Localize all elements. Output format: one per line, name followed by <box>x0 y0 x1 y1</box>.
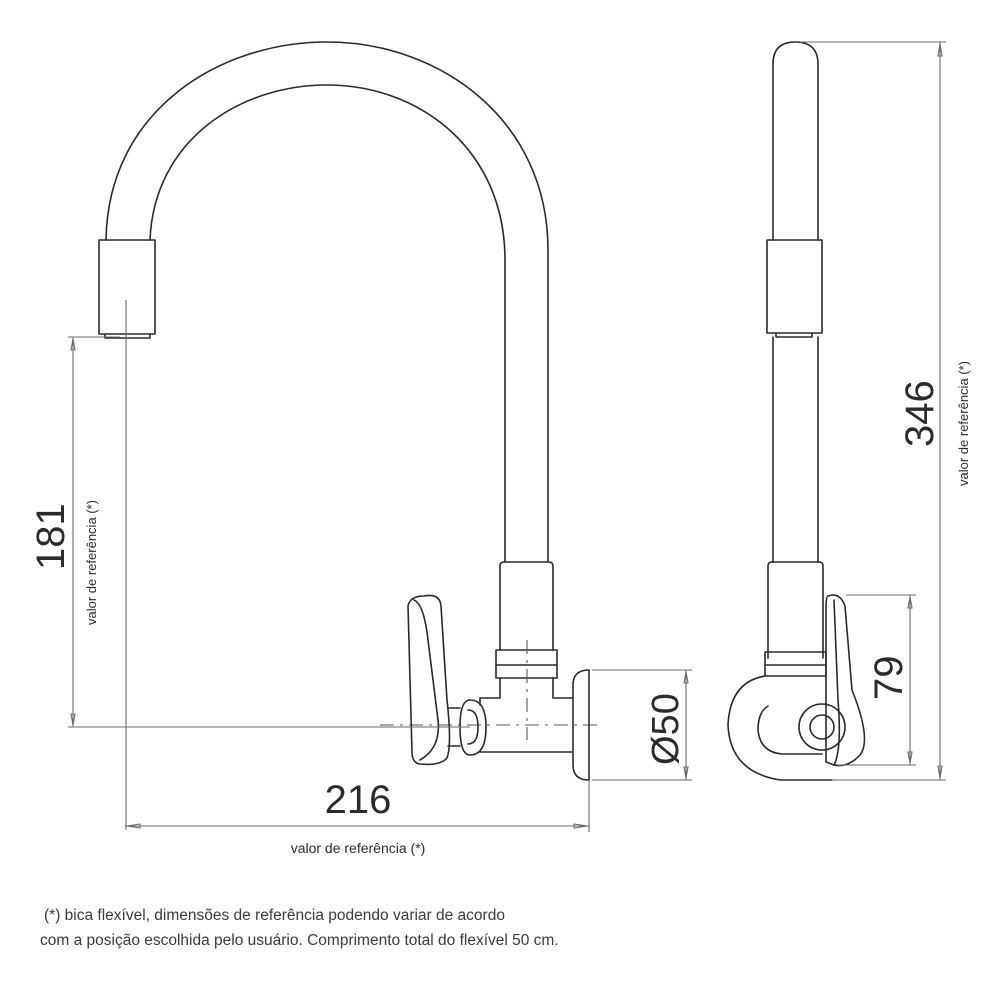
side-tube-lower <box>772 336 819 563</box>
body-neck <box>479 677 574 699</box>
dimension-diameter-50: Ø50 <box>592 669 692 781</box>
nozzle-tip <box>104 333 151 339</box>
dim-181-value: 181 <box>29 503 73 570</box>
body-upper <box>499 561 554 651</box>
side-nozzle <box>766 239 823 334</box>
valve-bonnet <box>459 699 487 756</box>
footnote: (*) bica flexível, dimensões de referênc… <box>40 903 559 953</box>
dimension-346: 346 valor de referência (*) <box>800 41 971 781</box>
dim-216-note: valor de referência (*) <box>291 840 426 856</box>
side-tube-upper <box>772 41 819 241</box>
spout-outer-arc <box>105 41 549 563</box>
dimension-181: 181 valor de referência (*) <box>29 336 470 728</box>
side-view <box>727 41 866 781</box>
dim-346-note: valor de referência (*) <box>956 361 971 486</box>
dimension-79: 79 <box>838 594 916 766</box>
side-lever <box>825 594 866 767</box>
spout-nozzle <box>98 239 156 335</box>
dimension-216: 216 valor de referência (*) <box>125 778 590 856</box>
dim-346-value: 346 <box>898 380 942 447</box>
front-view <box>98 41 600 830</box>
dim-216-value: 216 <box>325 778 392 822</box>
spout-inner-arc <box>149 84 506 563</box>
side-flange <box>727 675 833 781</box>
body-ring <box>495 649 558 679</box>
footnote-line-2: com a posição escolhida pelo usuário. Co… <box>40 932 559 949</box>
wall-flange <box>572 669 590 781</box>
side-body <box>767 561 824 659</box>
lever-handle <box>407 594 451 766</box>
dim-181-note: valor de referência (*) <box>84 500 99 625</box>
dim-d50-value: Ø50 <box>645 693 687 765</box>
footnote-line-1: (*) bica flexível, dimensões de referênc… <box>44 907 505 924</box>
dim-79-value: 79 <box>867 656 911 701</box>
